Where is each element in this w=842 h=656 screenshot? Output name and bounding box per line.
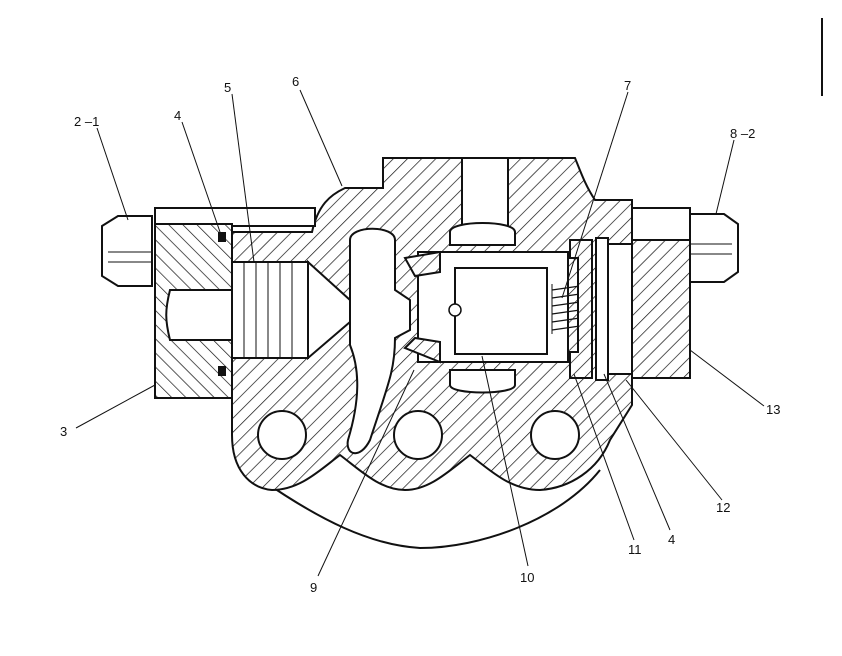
callout-8-2: 8 –2 — [730, 126, 755, 141]
callout-2-1: 2 –1 — [74, 114, 99, 129]
upper-groove — [449, 222, 516, 246]
top-port — [461, 157, 509, 229]
o-ring-left-bottom — [218, 366, 226, 376]
callout-12: 12 — [716, 500, 730, 515]
callout-9: 9 — [310, 580, 317, 595]
passage-channel — [346, 227, 411, 455]
end-gasket — [607, 243, 633, 375]
body-lower-outline — [261, 469, 601, 550]
callout-3: 3 — [60, 424, 67, 439]
right-bolt — [689, 213, 739, 283]
callout-6: 6 — [292, 74, 299, 89]
end-plate — [595, 237, 609, 381]
sleeve — [569, 239, 593, 379]
cored-hole-middle — [393, 410, 443, 460]
callout-7: 7 — [624, 78, 631, 93]
spool-port — [448, 303, 462, 317]
o-ring-left-top — [218, 232, 226, 242]
leader-lines — [75, 89, 765, 577]
piston — [231, 261, 309, 359]
left-bolt — [101, 215, 153, 287]
callout-10: 10 — [520, 570, 534, 585]
right-cap — [631, 207, 691, 241]
cored-hole-right — [530, 410, 580, 460]
callout-4-bottom: 4 — [668, 532, 675, 547]
seat-lower — [403, 336, 441, 364]
callout-11: 11 — [628, 542, 642, 557]
lower-groove — [449, 369, 516, 394]
spool — [454, 267, 548, 355]
cored-hole-left — [257, 410, 307, 460]
seat-upper — [403, 250, 441, 278]
right-cap-body — [631, 239, 691, 379]
left-bore — [165, 289, 233, 341]
callout-4-top: 4 — [174, 108, 181, 123]
callout-13: 13 — [766, 402, 780, 417]
top-flange — [154, 207, 316, 227]
callout-5: 5 — [224, 80, 231, 95]
